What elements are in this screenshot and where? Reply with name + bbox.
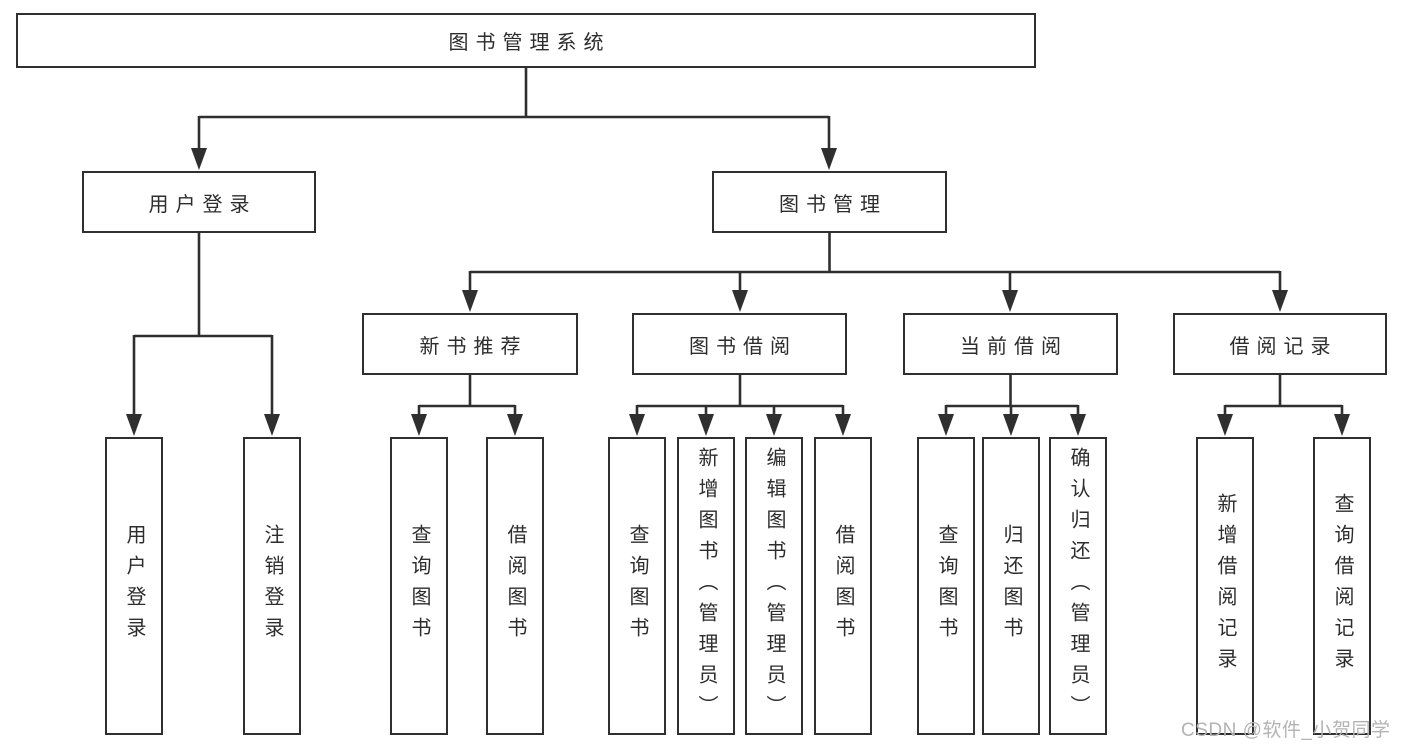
leaf-edit-book-admin: 编辑图书（管理员） (745, 437, 803, 735)
arrow-down-icon (1070, 414, 1086, 436)
arrow-down-icon (507, 414, 523, 436)
leaf-borrow-books-recommend: 借阅图书 (486, 437, 544, 735)
node-book-management: 图书管理 (712, 171, 947, 233)
arrow-down-icon (191, 148, 207, 170)
node-current-borrowing: 当前借阅 (903, 313, 1118, 375)
leaf-borrow-books-recommend-label: 借阅图书 (504, 524, 526, 648)
node-borrow-records-label: 借阅记录 (1229, 335, 1338, 358)
leaf-add-borrow-record-label: 新增借阅记录 (1214, 493, 1236, 679)
arrow-down-icon (835, 414, 851, 436)
arrow-down-icon (1272, 290, 1288, 312)
leaf-add-borrow-record: 新增借阅记录 (1196, 437, 1254, 735)
leaf-confirm-return-admin-label: 确认归还（管理员） (1067, 446, 1089, 726)
arrow-down-icon (462, 290, 478, 312)
leaf-borrow-books-label: 借阅图书 (832, 524, 854, 648)
leaf-query-borrow-record-label: 查询借阅记录 (1331, 493, 1353, 679)
leaf-query-books-current-label: 查询图书 (935, 524, 957, 648)
arrow-down-icon (698, 414, 714, 436)
arrow-down-icons (126, 148, 1350, 436)
node-book-borrowing-label: 图书借阅 (689, 335, 797, 358)
csdn-watermark: CSDN @软件_小贺同学 (1181, 720, 1391, 741)
node-current-borrowing-label: 当前借阅 (960, 335, 1068, 358)
arrow-down-icon (1217, 414, 1233, 436)
node-book-borrowing: 图书借阅 (632, 313, 847, 375)
leaf-logout-label: 注销登录 (261, 524, 283, 648)
arrow-down-icon (821, 148, 837, 170)
leaf-query-books-borrow-label: 查询图书 (626, 524, 648, 648)
arrow-down-icon (411, 414, 427, 436)
leaf-user-login-label: 用户登录 (123, 524, 145, 648)
arrow-down-icon (629, 414, 645, 436)
leaf-logout: 注销登录 (243, 437, 301, 735)
node-user-login: 用户登录 (82, 171, 316, 233)
node-new-book-recommend-label: 新书推荐 (419, 335, 528, 358)
leaf-return-book: 归还图书 (982, 437, 1040, 735)
arrow-down-icon (938, 414, 954, 436)
leaf-query-borrow-record: 查询借阅记录 (1313, 437, 1371, 735)
node-user-login-label: 用户登录 (148, 193, 257, 216)
arrow-down-icon (1334, 414, 1350, 436)
node-book-management-label: 图书管理 (779, 193, 887, 216)
node-new-book-recommend: 新书推荐 (362, 313, 578, 375)
leaf-query-books-recommend: 查询图书 (390, 437, 448, 735)
leaf-confirm-return-admin: 确认归还（管理员） (1049, 437, 1107, 735)
leaf-return-book-label: 归还图书 (1000, 524, 1022, 648)
leaf-query-books-recommend-label: 查询图书 (408, 524, 430, 648)
leaf-add-book-admin-label: 新增图书（管理员） (695, 446, 717, 726)
leaf-query-books-current: 查询图书 (917, 437, 975, 735)
arrow-down-icon (766, 414, 782, 436)
leaf-edit-book-admin-label: 编辑图书（管理员） (763, 446, 785, 726)
arrow-down-icon (1003, 414, 1019, 436)
node-borrow-records: 借阅记录 (1173, 313, 1387, 375)
leaf-add-book-admin: 新增图书（管理员） (677, 437, 735, 735)
node-root-system: 图书管理系统 (16, 13, 1036, 68)
arrow-down-icon (264, 414, 280, 436)
arrow-down-icon (126, 414, 142, 436)
leaf-borrow-books: 借阅图书 (814, 437, 872, 735)
arrow-down-icon (732, 290, 748, 312)
leaf-query-books-borrow: 查询图书 (608, 437, 666, 735)
arrow-down-icon (1002, 290, 1018, 312)
node-root-label: 图书管理系统 (448, 32, 611, 54)
leaf-user-login: 用户登录 (105, 437, 163, 735)
